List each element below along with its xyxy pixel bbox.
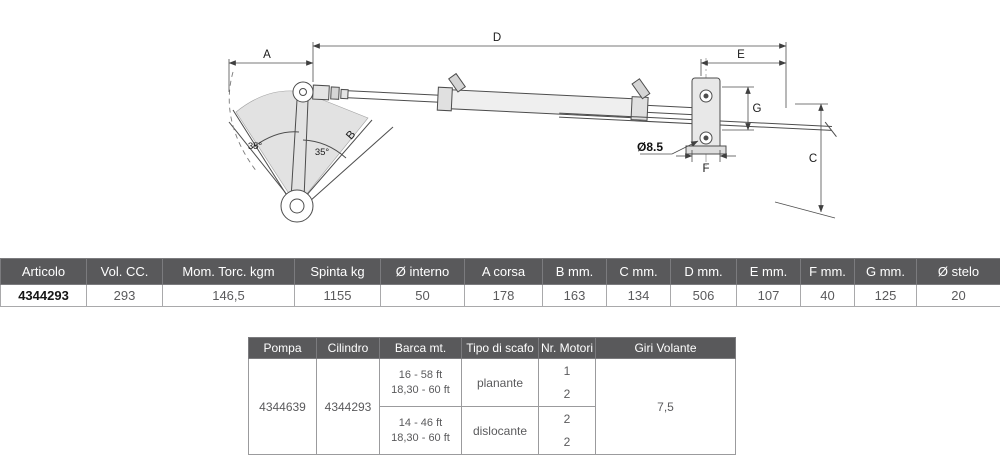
spec-value-row: 4344293 293 146,5 1155 50 178 163 134 50…: [0, 284, 1000, 307]
dim-label-c: C: [809, 153, 817, 165]
angle-arc-left: [251, 131, 300, 149]
application-table: Pompa Cilindro Barca mt. Tipo di scafo N…: [248, 337, 736, 455]
spec-value-d-mm: 506: [670, 284, 737, 307]
app-header-pompa: Pompa: [248, 337, 317, 359]
spec-header-articolo: Articolo: [0, 258, 87, 285]
hose-fitting-right: [631, 78, 651, 100]
tiller-arm-swung-left: [228, 109, 293, 202]
spec-value-e-mm: 107: [736, 284, 801, 307]
spec-value-diam-interno: 50: [380, 284, 465, 307]
spec-value-diam-stelo: 20: [916, 284, 1000, 307]
spec-header-diam-stelo: Ø stelo: [916, 258, 1000, 285]
boat-range-line: 14 - 46 ft: [398, 417, 443, 430]
boat-range-line: 16 - 58 ft: [398, 369, 443, 382]
app-value-barca-planante: 16 - 58 ft 18,30 - 60 ft: [379, 358, 462, 407]
spec-header-diam-interno: Ø interno: [380, 258, 465, 285]
angle-label-left: 35°: [248, 141, 263, 152]
spec-value-vol-cc: 293: [86, 284, 163, 307]
application-table-container: Pompa Cilindro Barca mt. Tipo di scafo N…: [248, 337, 736, 455]
dimension-lines: [228, 42, 836, 219]
app-header-barca-mt: Barca mt.: [379, 337, 462, 359]
app-value-motori: 1: [538, 358, 596, 383]
angle-label-right: 35°: [315, 147, 330, 158]
spec-header-f-mm: F mm.: [800, 258, 855, 285]
app-row: 2: [249, 382, 736, 407]
spec-header-c-mm: C mm.: [606, 258, 671, 285]
spec-value-a-corsa: 178: [464, 284, 543, 307]
app-value-giri-volante: 7,5: [595, 358, 736, 455]
spec-header-vol-cc: Vol. CC.: [86, 258, 163, 285]
app-value-barca-dislocante: 14 - 46 ft 18,30 - 60 ft: [379, 406, 462, 455]
app-header-nr-motori: Nr. Motori: [538, 337, 596, 359]
spec-value-g-mm: 125: [854, 284, 917, 307]
spec-value-mom-torc: 146,5: [162, 284, 295, 307]
technical-drawing: D A E G C F B 35° 35° Ø8.5: [228, 32, 837, 223]
app-value-tipo-planante: planante: [461, 358, 539, 407]
rudder-pivot: [280, 189, 314, 223]
spec-header-spinta: Spinta kg: [294, 258, 381, 285]
dim-label-g: G: [753, 103, 762, 115]
spec-table: Articolo Vol. CC. Mom. Torc. kgm Spinta …: [0, 258, 1000, 307]
app-row: 2: [249, 430, 736, 455]
boat-range-line: 18,30 - 60 ft: [391, 383, 450, 396]
rod-eye: [292, 81, 314, 103]
spec-header-g-mm: G mm.: [854, 258, 917, 285]
tiller-arm: [290, 99, 309, 200]
app-header-cilindro: Cilindro: [316, 337, 380, 359]
transom-bracket: [685, 58, 727, 166]
app-header-giri-volante: Giri Volante: [595, 337, 736, 359]
spec-value-b-mm: 163: [542, 284, 607, 307]
app-header-tipo-scafo: Tipo di scafo: [461, 337, 539, 359]
boat-range-line: 18,30 - 60 ft: [391, 431, 450, 444]
spec-value-f-mm: 40: [800, 284, 855, 307]
app-row: 4344639 4344293 16 - 58 ft 18,30 - 60 ft…: [248, 358, 736, 455]
app-row: 14 - 46 ft 18,30 - 60 ft dislocante 2: [249, 406, 736, 455]
hose-fitting-left: [448, 72, 467, 93]
dim-label-e: E: [737, 49, 745, 61]
hydraulic-cylinder: [312, 72, 837, 137]
app-value-tipo-dislocante: dislocante: [461, 406, 539, 455]
dim-label-a: A: [263, 49, 271, 61]
angle-arc-right: [302, 139, 347, 159]
app-value-motori: 2: [538, 406, 596, 431]
spec-header-mom-torc: Mom. Torc. kgm: [162, 258, 295, 285]
hole-diameter-label: Ø8.5: [637, 140, 663, 154]
spec-value-c-mm: 134: [606, 284, 671, 307]
dim-label-d: D: [493, 32, 501, 44]
spec-value-articolo: 4344293: [0, 284, 87, 307]
dim-label-f: F: [702, 163, 709, 175]
spec-header-a-corsa: A corsa: [464, 258, 543, 285]
spec-value-spinta: 1155: [294, 284, 381, 307]
spec-header-d-mm: D mm.: [670, 258, 737, 285]
app-value-motori: 2: [538, 430, 596, 455]
swing-travel-arc: [228, 71, 258, 173]
app-value-cilindro: 4344293: [316, 358, 380, 455]
spec-header-e-mm: E mm.: [736, 258, 801, 285]
spec-header-b-mm: B mm.: [542, 258, 607, 285]
spec-header-row: Articolo Vol. CC. Mom. Torc. kgm Spinta …: [0, 258, 1000, 285]
app-value-pompa: 4344639: [248, 358, 317, 455]
tiller-arm-swung-right: [304, 119, 394, 202]
app-value-motori: 2: [538, 382, 596, 407]
app-header-row: Pompa Cilindro Barca mt. Tipo di scafo N…: [248, 337, 736, 359]
